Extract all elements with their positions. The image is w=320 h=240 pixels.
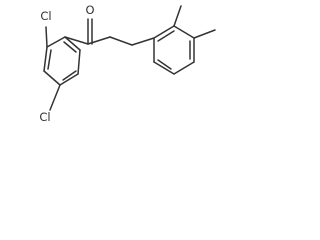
methyl-bond — [173, 5, 182, 27]
right-ring-double-bond — [157, 59, 172, 70]
right-ring-double-bond — [157, 30, 175, 42]
structure-diagram: O Cl Cl — [39, 3, 216, 124]
left-ring-bond — [46, 36, 66, 48]
chain-bond — [87, 36, 111, 45]
right-ring-bond — [173, 61, 195, 75]
chlorine-top-bond — [45, 26, 48, 48]
right-ring-bond — [153, 25, 175, 39]
right-ring-bond — [173, 25, 195, 39]
left-ring-bond — [64, 36, 81, 51]
ring-to-carbonyl-bond — [64, 36, 89, 45]
methyl-bond — [193, 29, 216, 39]
chain-bond — [109, 36, 133, 46]
left-ring-bond — [77, 49, 81, 75]
chain-bond — [131, 37, 155, 46]
chlorine-bottom-label: Cl — [39, 110, 50, 124]
left-ring-double-bond — [63, 41, 77, 53]
chlorine-bottom-bond — [49, 84, 61, 111]
right-ring-bond — [153, 61, 175, 75]
chlorine-top-label: Cl — [40, 9, 51, 23]
left-ring-bond — [59, 73, 79, 86]
carbonyl-oxygen-label: O — [85, 3, 94, 17]
left-ring-double-bond — [62, 70, 77, 81]
left-ring-bond — [43, 70, 61, 86]
bond-layer — [43, 5, 216, 111]
left-ring-double-bond — [47, 49, 52, 70]
left-ring-bond — [43, 46, 48, 72]
